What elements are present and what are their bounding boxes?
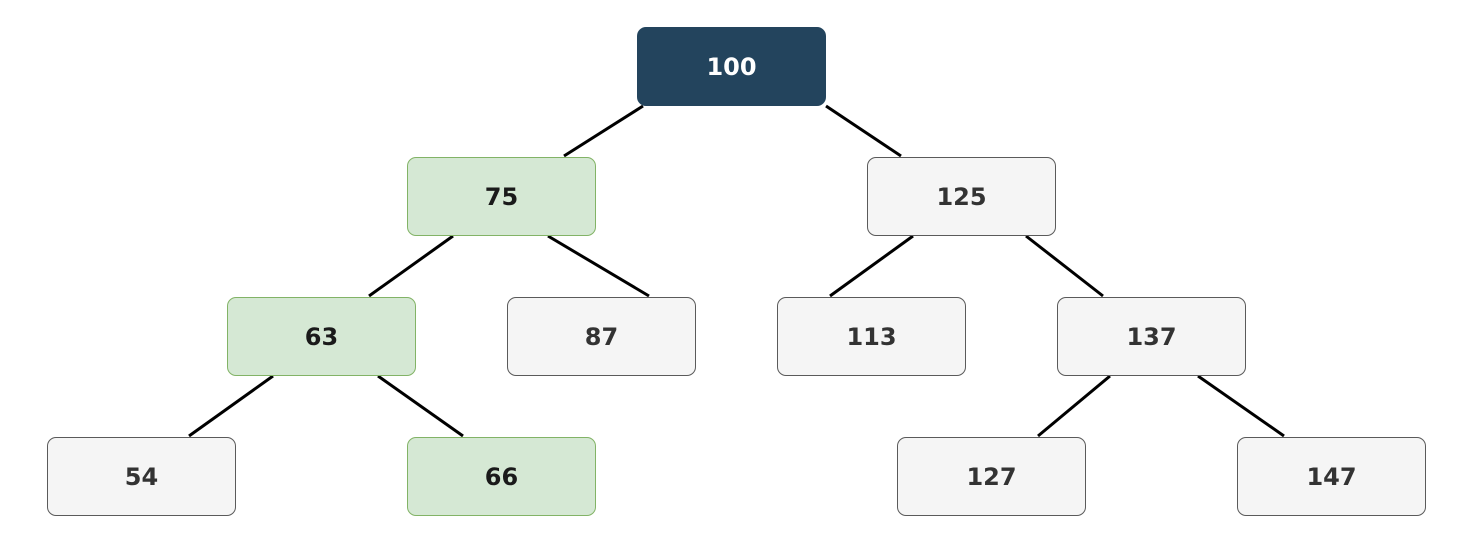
edge-75-63 bbox=[368, 234, 454, 298]
tree-node-125: 125 bbox=[867, 157, 1056, 236]
tree-node-147: 147 bbox=[1237, 437, 1426, 516]
edge-125-137 bbox=[1025, 234, 1104, 298]
tree-node-87: 87 bbox=[507, 297, 696, 376]
tree-node-113: 113 bbox=[777, 297, 966, 376]
tree-node-75: 75 bbox=[407, 157, 596, 236]
edge-100-75 bbox=[563, 104, 644, 158]
tree-node-100: 100 bbox=[637, 27, 826, 106]
edge-63-66 bbox=[377, 374, 464, 438]
edge-100-125 bbox=[825, 104, 902, 158]
edge-137-147 bbox=[1197, 374, 1285, 438]
tree-node-54: 54 bbox=[47, 437, 236, 516]
edge-137-127 bbox=[1037, 374, 1111, 438]
tree-node-137: 137 bbox=[1057, 297, 1246, 376]
tree-node-63: 63 bbox=[227, 297, 416, 376]
edge-63-54 bbox=[188, 374, 274, 438]
edge-125-113 bbox=[829, 234, 914, 298]
tree-node-127: 127 bbox=[897, 437, 1086, 516]
edge-75-87 bbox=[547, 234, 650, 298]
tree-node-66: 66 bbox=[407, 437, 596, 516]
